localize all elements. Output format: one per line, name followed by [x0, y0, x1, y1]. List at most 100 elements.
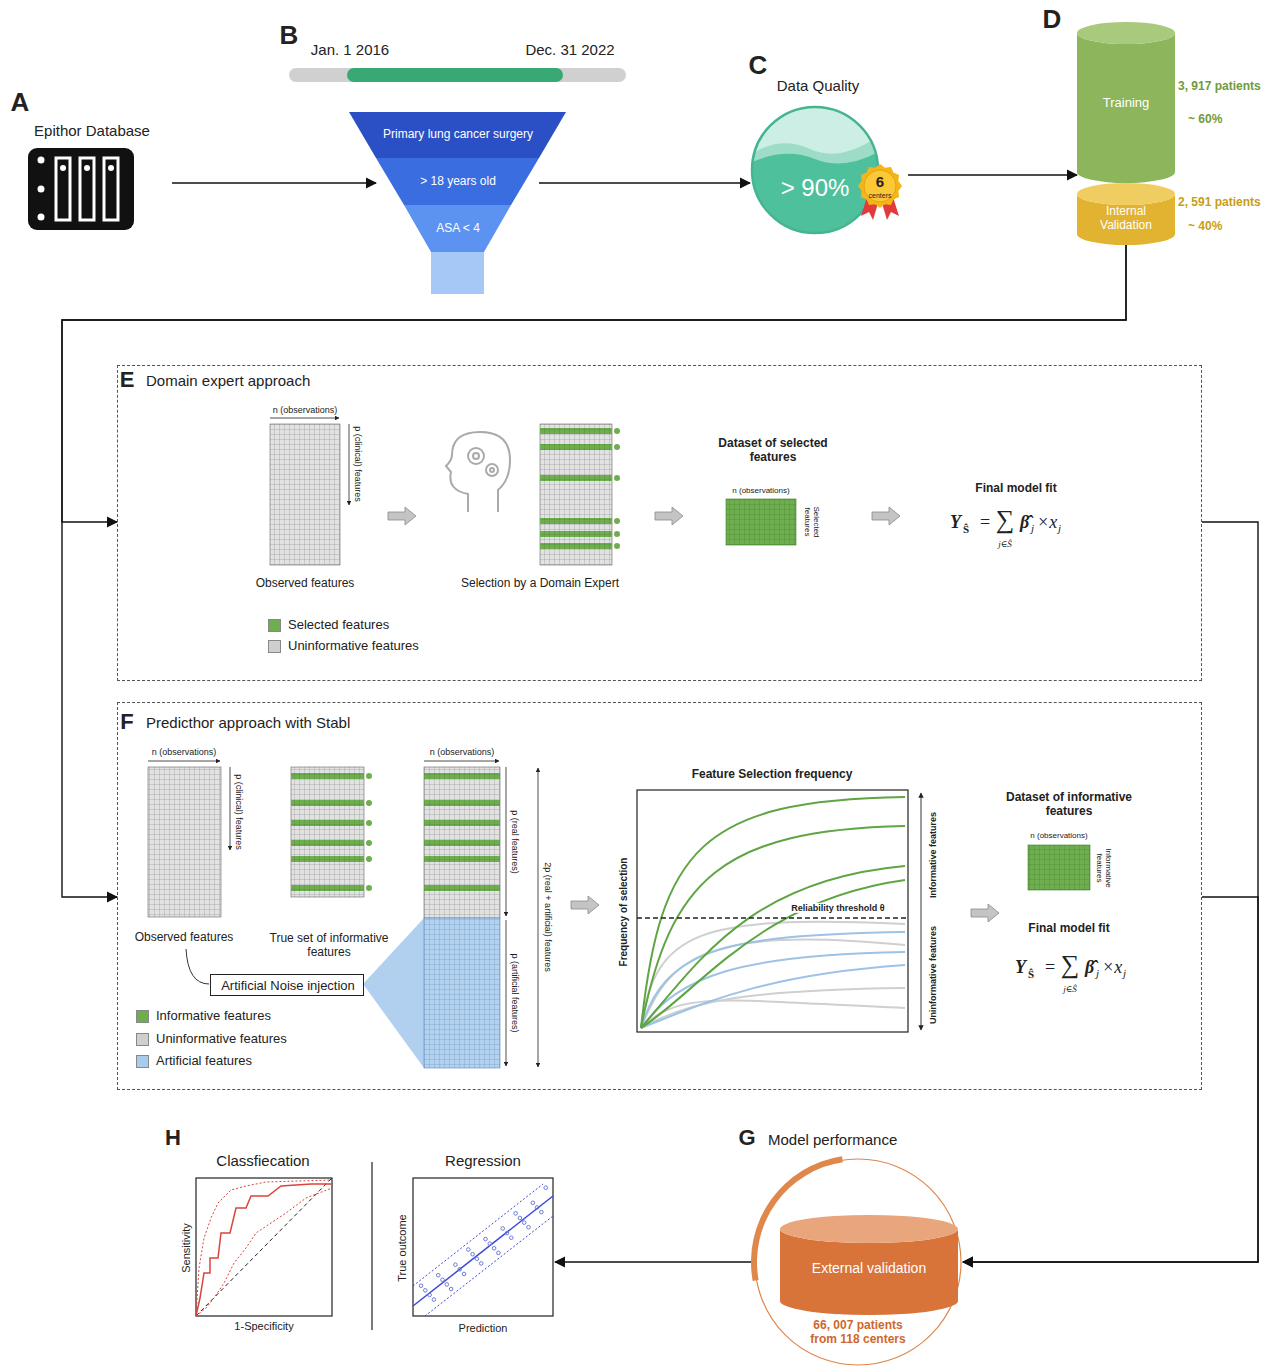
formula-part: j∈Ŝ — [998, 539, 1012, 549]
axis-label: 1-Specificity — [234, 1320, 293, 1333]
node-text: External validation — [812, 1260, 926, 1276]
regression-plot-shape — [527, 1225, 531, 1229]
node-text: Training — [1103, 96, 1149, 111]
feature-matrix — [540, 428, 612, 434]
feature-matrix — [424, 840, 500, 846]
feature-matrix — [540, 543, 612, 549]
data-cylinder: Training — [1077, 22, 1175, 183]
flow-arrow — [62, 245, 1126, 897]
node-text: Artificial Noise injection — [221, 979, 355, 994]
database-icon — [60, 165, 66, 171]
block-arrow — [571, 896, 599, 914]
quality-circle-shape — [750, 105, 880, 235]
regression-plot-shape — [471, 1252, 475, 1256]
funnel-band-shape — [376, 158, 539, 205]
block-arrow — [388, 507, 416, 525]
feature-matrix — [538, 768, 539, 1067]
formula-part: ∑ — [1061, 950, 1080, 980]
funnel-tip — [431, 252, 484, 294]
regression-plot-shape — [454, 1263, 458, 1267]
expert-head — [490, 468, 494, 472]
roc-plot-shape — [196, 1178, 332, 1316]
selection-chart — [641, 922, 905, 1028]
regression-plot-shape — [449, 1287, 453, 1291]
formula-part: = — [980, 512, 990, 533]
feature-matrix — [424, 856, 500, 862]
selection-chart — [921, 793, 922, 918]
regression-plot-shape — [413, 1196, 553, 1306]
regression-plot-shape — [522, 1221, 526, 1225]
regression-plot-shape — [544, 1186, 548, 1190]
selection-chart — [641, 866, 905, 1028]
validation-cylinder-shape — [751, 1156, 961, 1365]
validation-cylinder: External validation66, 007 patients from… — [753, 1157, 963, 1367]
feature-matrix — [366, 800, 372, 806]
feature-matrix — [148, 767, 221, 917]
selection-chart — [641, 952, 905, 1028]
formula-part: j∈Ŝ — [1063, 984, 1077, 994]
feature-matrix — [148, 761, 1090, 1068]
regression-plot-shape — [425, 1216, 553, 1316]
selection-chart — [641, 826, 905, 1028]
regression-plot-shape — [510, 1236, 514, 1240]
formula-part: β̂ — [1020, 512, 1029, 533]
roc-plot: Classfiecation — [190, 1150, 340, 1318]
centers-badge-shape — [864, 170, 896, 202]
database-icon — [38, 214, 45, 221]
quality-circle-shape — [750, 151, 880, 235]
node-text: Domain expert approach — [146, 372, 310, 389]
feature-matrix — [424, 773, 500, 779]
feature-matrix — [540, 428, 612, 549]
feature-matrix — [186, 949, 209, 984]
feature-matrix — [424, 773, 500, 891]
data-cylinder-shape — [1077, 183, 1175, 205]
regression-plot-shape — [518, 1216, 522, 1220]
feature-matrix — [270, 424, 340, 565]
feature-matrix — [614, 543, 620, 549]
selection-chart — [637, 917, 908, 918]
feature-matrix — [291, 885, 364, 891]
feature-matrix — [614, 444, 620, 450]
feature-matrix — [230, 767, 231, 850]
timeline-bar — [347, 68, 563, 82]
feature-matrix — [291, 773, 364, 779]
feature-matrix — [148, 761, 220, 762]
axis-label: p (real features) — [510, 810, 520, 874]
count-label: ~ 40% — [1188, 220, 1222, 234]
node-text: Regression — [445, 1152, 521, 1169]
axis-label: 2p (real + artificial) features — [543, 862, 553, 971]
axis-label: Informative features — [928, 812, 938, 898]
caption-label: Observed features — [135, 931, 234, 945]
legend-text: Uninformative features — [288, 639, 419, 654]
node-text: ASA < 4 — [436, 222, 480, 236]
database-icon — [84, 165, 90, 171]
legend-swatch — [136, 1055, 149, 1068]
legend-swatch — [268, 640, 281, 653]
feature-matrix — [291, 820, 364, 826]
date-label: Dec. 31 2022 — [525, 41, 614, 58]
formula-part: Y — [950, 512, 961, 533]
flow-arrow — [62, 245, 1126, 522]
caption-label: Selection by a Domain Expert — [461, 577, 619, 591]
selection-chart — [641, 797, 905, 1028]
axis-label: Informative features — [1095, 839, 1113, 897]
node-text: 6 — [876, 173, 884, 190]
regression-plot: Regression — [405, 1150, 555, 1318]
timeline-bar — [289, 68, 626, 82]
axis-label: p (clinical) features — [353, 426, 363, 502]
regression-plot-shape — [413, 1178, 553, 1316]
funnel-band: > 18 years old — [376, 158, 539, 205]
feature-matrix — [424, 918, 500, 1068]
regression-plot-shape — [436, 1273, 440, 1277]
feature-matrix — [424, 885, 500, 891]
legend-text: Uninformative features — [156, 1032, 287, 1047]
expert-head — [446, 432, 510, 512]
threshold-label: Reliability threshold θ — [789, 903, 886, 913]
formula-part: = — [1045, 957, 1055, 978]
legend-text: Artificial features — [156, 1054, 252, 1069]
axis-label: n (observations) — [732, 486, 789, 495]
funnel-band-shape — [404, 205, 511, 252]
database-node: Epithor Database — [22, 118, 172, 236]
axis-label: Uninformative features — [928, 926, 938, 1024]
roc-plot-shape — [196, 1180, 332, 1316]
